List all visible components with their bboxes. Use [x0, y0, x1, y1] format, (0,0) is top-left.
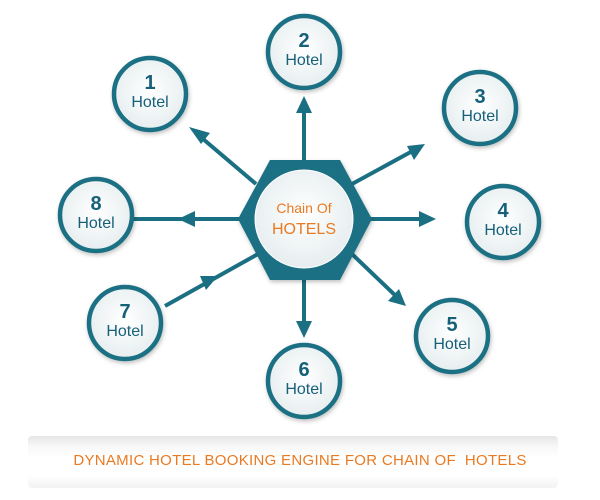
arrow-head-hotel-5	[388, 289, 406, 306]
arrow-to-hotel-5	[350, 252, 402, 302]
hotel-label: Hotel	[77, 215, 114, 232]
connector-arrows	[133, 96, 436, 338]
hotel-number: 5	[446, 314, 457, 336]
hotel-node-ring	[413, 297, 491, 375]
hotel-node-ring	[111, 55, 189, 133]
hotel-node-1: 1 Hotel	[111, 55, 189, 133]
hotel-node-8: 8 Hotel	[57, 176, 135, 254]
hotel-label: Hotel	[131, 94, 168, 111]
hotel-number: 4	[497, 200, 509, 222]
hotel-node-2: 2 Hotel	[265, 13, 343, 91]
hotel-number: 6	[298, 359, 309, 381]
arrow-head-hotel-6	[296, 321, 312, 338]
caption-band	[28, 436, 558, 488]
hotel-node-ring	[265, 13, 343, 91]
hotel-node-7: 7 Hotel	[86, 284, 164, 362]
hotel-node-ring	[265, 342, 343, 420]
hotel-label: Hotel	[433, 336, 470, 353]
hotel-node-ring	[464, 183, 542, 261]
hotel-number: 3	[474, 86, 485, 108]
center-hub: Chain Of HOTELS	[238, 160, 372, 280]
diagram-caption: DYNAMIC HOTEL BOOKING ENGINE FOR CHAIN O…	[73, 452, 527, 469]
arrow-head-hotel-1	[189, 127, 210, 144]
arrow-head-hotel-3	[407, 144, 425, 160]
arrow-to-hotel-3	[351, 146, 419, 186]
hotel-number: 1	[144, 72, 155, 94]
hotel-number: 2	[298, 30, 309, 52]
center-title-line2: HOTELS	[272, 221, 336, 238]
hotel-label: Hotel	[285, 381, 322, 398]
arrow-head-hotel-2	[296, 96, 312, 113]
center-title-line1: Chain Of	[276, 200, 331, 216]
center-circle	[254, 169, 354, 269]
hotel-number: 8	[90, 193, 101, 215]
hotel-label: Hotel	[285, 52, 322, 69]
hotel-number: 7	[119, 301, 130, 323]
arrow-to-hotel-1	[194, 131, 258, 186]
arrow-head-hotel-4	[419, 211, 436, 227]
hotel-node-3: 3 Hotel	[441, 69, 519, 147]
arrow-head-hotel-7	[200, 276, 218, 290]
hotel-label: Hotel	[461, 108, 498, 125]
hotel-node-ring	[57, 176, 135, 254]
hotel-node-ring	[86, 284, 164, 362]
hotel-label: Hotel	[484, 222, 521, 239]
hotel-node-6: 6 Hotel	[265, 342, 343, 420]
hotel-node-4: 4 Hotel	[464, 183, 542, 261]
arrow-head-hotel-8	[178, 211, 195, 227]
hotel-node-ring	[441, 69, 519, 147]
hotel-node-5: 5 Hotel	[413, 297, 491, 375]
hotel-label: Hotel	[106, 323, 143, 340]
